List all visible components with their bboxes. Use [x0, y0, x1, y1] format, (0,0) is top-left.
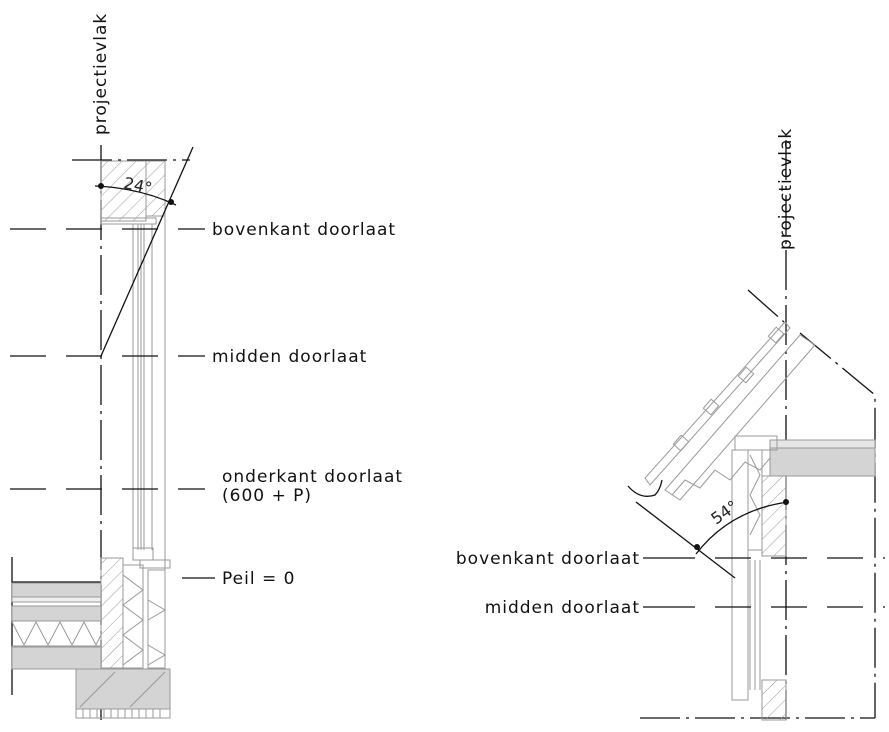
roof-projection-line	[747, 289, 785, 323]
level-label-top: bovenkant doorlaat	[456, 549, 640, 569]
level-label-top: bovenkant doorlaat	[212, 220, 396, 240]
angle-arc	[695, 501, 789, 555]
wall-construction	[731, 449, 787, 721]
angle-label: 54°	[707, 496, 741, 528]
window-frame	[132, 161, 171, 668]
level-label-middle: midden doorlaat	[485, 598, 640, 618]
level-label-floor: Peil = 0	[222, 569, 295, 589]
right-detail: projectievlak	[456, 128, 885, 721]
lintel	[100, 160, 147, 222]
roof-outline-line	[799, 332, 876, 718]
foundation-base	[75, 708, 171, 719]
level-label-bottom-note: (600 + P)	[222, 486, 312, 506]
floor-finish	[769, 439, 876, 449]
projection-plane-label: projectievlak	[776, 128, 796, 250]
floor-construction	[11, 557, 102, 695]
sight-line	[100, 146, 194, 357]
arc-point	[98, 183, 104, 189]
lintel-sill	[100, 217, 157, 225]
arc-point	[783, 499, 789, 505]
projection-plane-label: projectievlak	[91, 13, 111, 135]
arc-point	[694, 544, 700, 550]
arc-point	[168, 199, 174, 205]
left-detail: projectievlak 24° bovenkant doorlaat m	[10, 13, 403, 720]
level-label-middle: midden doorlaat	[212, 347, 367, 367]
level-label-bottom: onderkant doorlaat	[222, 467, 403, 487]
foundation	[75, 668, 171, 710]
sight-line	[635, 501, 736, 579]
floor-slab	[769, 447, 876, 477]
wall-base	[100, 557, 166, 669]
